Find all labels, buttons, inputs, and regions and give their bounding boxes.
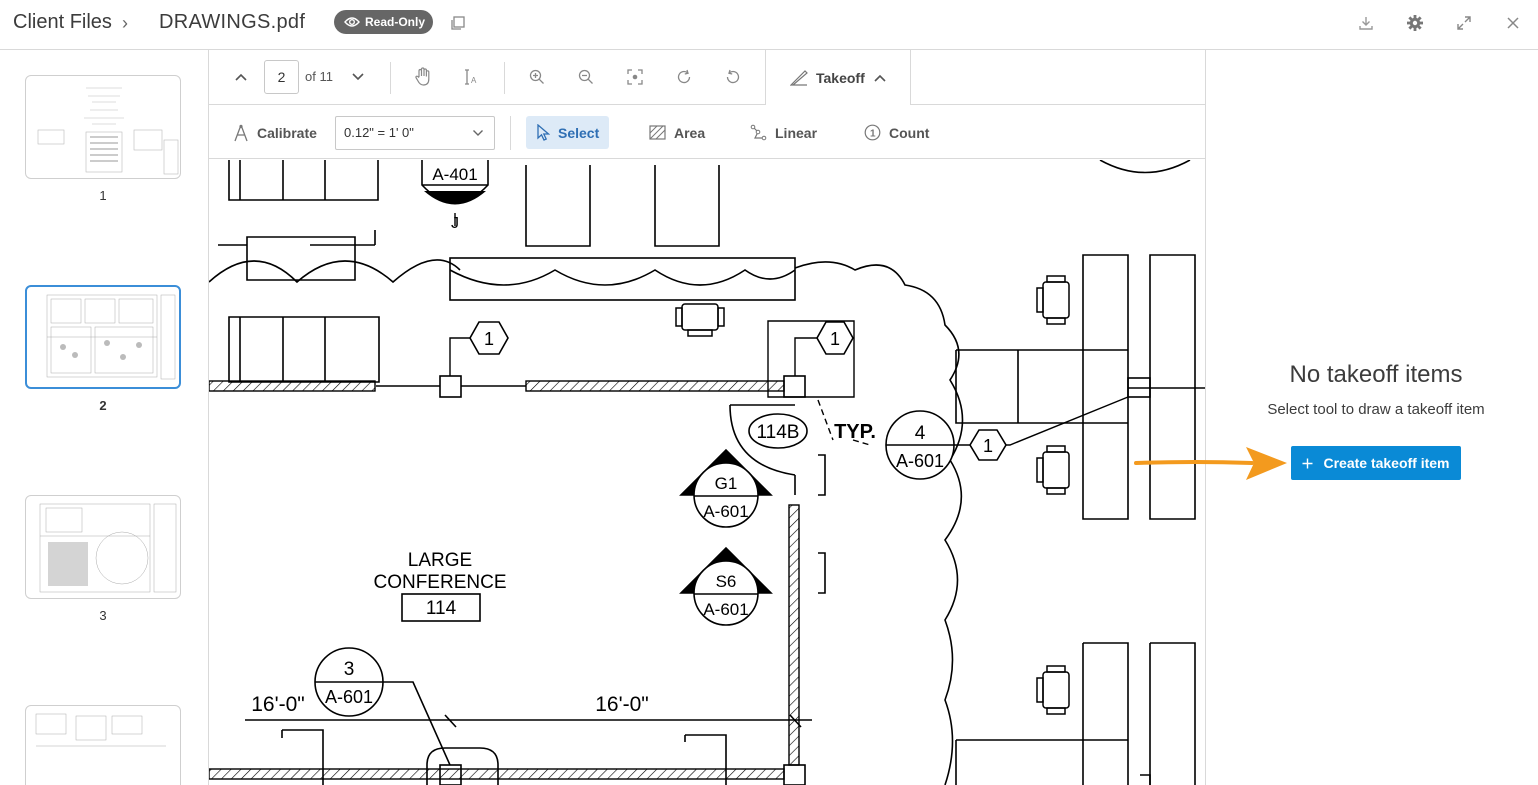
detail-number-4: 4: [915, 423, 926, 444]
page-number-input[interactable]: 2: [264, 60, 299, 94]
breadcrumb-client-files[interactable]: Client Files: [13, 11, 112, 33]
elevation-sheet-a601: A-601: [703, 502, 748, 521]
area-tool-button[interactable]: Area: [639, 116, 715, 149]
empty-state-title: No takeoff items: [1289, 361, 1463, 388]
page-thumbnail-label: 3: [99, 608, 107, 623]
viewer-toolbar: 2 of 11 A Takeoff: [209, 50, 1205, 106]
takeoff-tab[interactable]: Takeoff: [765, 50, 911, 106]
close-icon[interactable]: [1502, 12, 1524, 34]
page-total-label: of 11: [305, 69, 333, 84]
dimension-label: 16'-0": [595, 693, 649, 716]
page-thumbnail-label: 2: [99, 398, 107, 413]
section-tag-a401: [421, 160, 489, 226]
typ-label: TYP.: [834, 421, 876, 443]
settings-gear-icon[interactable]: [1404, 12, 1426, 34]
chevron-up-icon: [874, 74, 886, 82]
calibrate-label: Calibrate: [257, 124, 317, 141]
scale-select[interactable]: 0.12" = 1' 0": [335, 116, 495, 150]
compass-icon: [234, 124, 248, 141]
area-tool-label: Area: [674, 124, 706, 141]
detail-sheet-a601: A-601: [896, 451, 944, 471]
count-tool-label: Count: [889, 124, 930, 141]
takeoff-toolbar: Calibrate 0.12" = 1' 0" Select Area Line…: [209, 105, 1205, 159]
hex-tag-label: 1: [983, 436, 993, 456]
toolbar-divider: [390, 62, 391, 94]
read-only-badge: Read-Only: [334, 10, 433, 34]
room-number: 114: [426, 598, 457, 619]
select-tool-button[interactable]: Select: [526, 116, 610, 149]
drawing-canvas[interactable]: A-401 J 1 1 1 114B TYP. 4 A-601 G1 A-601…: [209, 160, 1205, 785]
detail-sheet-a601: A-601: [325, 687, 373, 707]
zoom-in-icon[interactable]: [524, 64, 550, 90]
breadcrumb-separator: ›: [122, 13, 128, 33]
tag-j-label: J: [451, 215, 459, 232]
file-title: DRAWINGS.pdf: [159, 11, 306, 33]
scale-value: 0.12" = 1' 0": [344, 125, 414, 140]
page-thumbnail-label: 1: [99, 188, 107, 203]
svg-text:1: 1: [870, 129, 876, 140]
cursor-arrow-icon: [537, 124, 550, 141]
elevation-tag-s6: S6: [716, 572, 737, 591]
calibrate-button[interactable]: Calibrate: [223, 116, 327, 149]
text-select-icon[interactable]: A: [458, 64, 484, 90]
ruler-icon: [790, 70, 808, 86]
next-page-chevron-down-icon[interactable]: [345, 64, 371, 90]
takeoff-tab-label: Takeoff: [816, 70, 865, 86]
pan-hand-icon[interactable]: [410, 64, 436, 90]
dimension-label: 16'-0": [251, 693, 305, 716]
room-tag-114b: 114B: [757, 422, 800, 443]
tag-a401-label: A-401: [432, 165, 477, 184]
empty-state-subtitle: Select tool to draw a takeoff item: [1267, 401, 1485, 418]
chevron-down-icon: [473, 130, 483, 136]
zoom-out-icon[interactable]: [573, 64, 599, 90]
previous-page-chevron-up-icon[interactable]: [228, 64, 254, 90]
eye-icon: [344, 17, 360, 27]
elevation-tag-g1: G1: [715, 474, 738, 493]
top-header: Client Files › DRAWINGS.pdf Read-Only: [0, 0, 1538, 50]
toolbar-divider: [504, 62, 505, 94]
svg-text:A: A: [471, 76, 477, 85]
read-only-label: Read-Only: [365, 15, 426, 29]
page-thumbnail-4[interactable]: [25, 705, 181, 785]
floor-plan-drawing: A-401 J 1 1 1 114B TYP. 4 A-601 G1 A-601…: [209, 160, 1205, 785]
select-tool-label: Select: [558, 124, 600, 141]
page-thumbnail-3[interactable]: [25, 495, 181, 599]
copy-icon[interactable]: [447, 12, 469, 34]
elevation-sheet-a601: A-601: [703, 600, 748, 619]
page-thumbnail-2[interactable]: [25, 285, 181, 389]
area-hatch-icon: [649, 125, 666, 140]
download-icon[interactable]: [1355, 12, 1377, 34]
create-takeoff-item-button[interactable]: Create takeoff item: [1291, 446, 1461, 480]
polyline-icon: [750, 124, 767, 141]
plus-icon: [1302, 458, 1313, 468]
page-thumbnails-panel: 1 2 3: [0, 50, 209, 785]
callout-arrow-icon: [1134, 447, 1287, 480]
room-name-line1: LARGE: [408, 550, 472, 571]
takeoff-items-panel: No takeoff items Select tool to draw a t…: [1205, 50, 1538, 785]
fit-to-page-icon[interactable]: [622, 64, 648, 90]
room-name-line2: CONFERENCE: [373, 572, 506, 593]
create-takeoff-item-label: Create takeoff item: [1323, 455, 1450, 471]
linear-tool-button[interactable]: Linear: [740, 116, 827, 149]
rotate-counterclockwise-icon[interactable]: [720, 64, 746, 90]
page-thumbnail-1[interactable]: [25, 75, 181, 179]
count-tool-button[interactable]: 1 Count: [854, 116, 939, 149]
detail-number-3: 3: [344, 659, 355, 680]
rotate-clockwise-icon[interactable]: [671, 64, 697, 90]
hex-tag-label: 1: [484, 329, 494, 349]
linear-tool-label: Linear: [775, 124, 818, 141]
hex-tag-label: 1: [830, 329, 840, 349]
expand-icon[interactable]: [1453, 12, 1475, 34]
toolbar-divider: [510, 116, 511, 150]
count-circle-icon: 1: [864, 124, 881, 141]
